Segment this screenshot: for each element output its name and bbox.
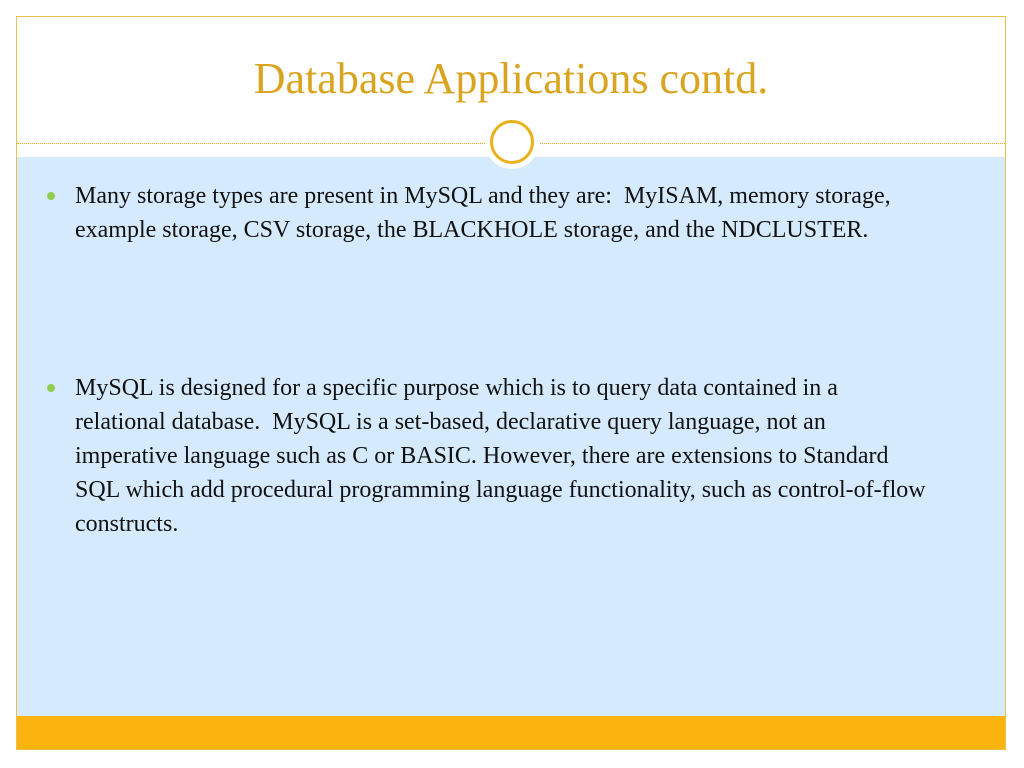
bullet-dot-icon [47, 384, 55, 392]
bullet-item: MySQL is designed for a specific purpose… [47, 371, 927, 541]
bullet-text: MySQL is designed for a specific purpose… [75, 375, 932, 537]
bullet-text: Many storage types are present in MySQL … [75, 183, 897, 243]
footer-bar [17, 716, 1005, 749]
bullet-dot-icon [47, 192, 55, 200]
circle-ornament-icon [485, 115, 539, 169]
slide-title: Database Applications contd. [253, 54, 769, 103]
bullet-item: Many storage types are present in MySQL … [47, 179, 927, 247]
slide: Database Applications contd. Many storag… [16, 16, 1006, 750]
content-area: Many storage types are present in MySQL … [17, 157, 1005, 716]
ornament-ring [490, 120, 534, 164]
